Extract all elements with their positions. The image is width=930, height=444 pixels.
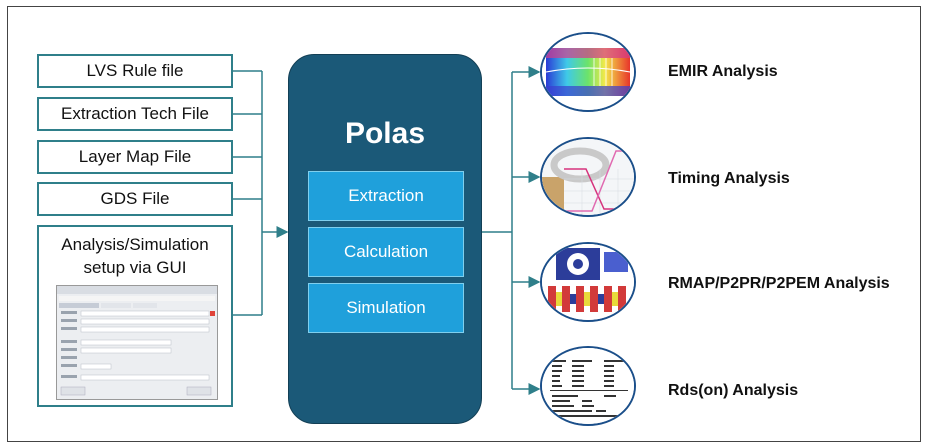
stage-calculation-label: Calculation <box>343 242 429 261</box>
rdson-thumbnail <box>540 346 636 426</box>
layer-map-file-box: Layer Map File <box>37 140 233 174</box>
rmap-analysis-label: RMAP/P2PR/P2PEM Analysis <box>668 275 890 292</box>
lvs-rule-file-label: LVS Rule file <box>86 61 184 80</box>
rmap-layout-image <box>542 244 634 320</box>
polas-engine-block: Polas Extraction Calculation Simulation <box>288 54 482 424</box>
layer-map-file-label: Layer Map File <box>78 147 192 166</box>
gds-file-box: GDS File <box>37 182 233 216</box>
polas-title: Polas <box>344 117 426 150</box>
timing-thumbnail <box>540 137 636 217</box>
stage-extraction: Extraction <box>308 171 464 221</box>
gui-setup-label: Analysis/Simulation setup via GUI <box>61 235 209 277</box>
emir-analysis-label: EMIR Analysis <box>668 63 778 80</box>
emir-heatmap-image <box>542 34 634 110</box>
stage-calculation: Calculation <box>308 227 464 277</box>
gui-window-image <box>57 286 217 396</box>
gds-file-label: GDS File <box>100 189 170 208</box>
timing-waveform-image <box>542 139 634 215</box>
timing-analysis-label: Timing Analysis <box>668 170 790 187</box>
gui-screenshot-thumbnail <box>56 285 218 400</box>
extraction-tech-file-label: Extraction Tech File <box>60 104 210 123</box>
rdson-report-image <box>542 348 634 424</box>
stage-simulation-label: Simulation <box>346 298 426 317</box>
diagram-frame <box>7 6 921 442</box>
gui-setup-box: Analysis/Simulation setup via GUI <box>37 225 233 407</box>
emir-thumbnail <box>540 32 636 112</box>
stage-extraction-label: Extraction <box>348 186 424 205</box>
lvs-rule-file-box: LVS Rule file <box>37 54 233 88</box>
stage-simulation: Simulation <box>308 283 464 333</box>
rmap-thumbnail <box>540 242 636 322</box>
extraction-tech-file-box: Extraction Tech File <box>37 97 233 131</box>
rdson-analysis-label: Rds(on) Analysis <box>668 382 799 399</box>
